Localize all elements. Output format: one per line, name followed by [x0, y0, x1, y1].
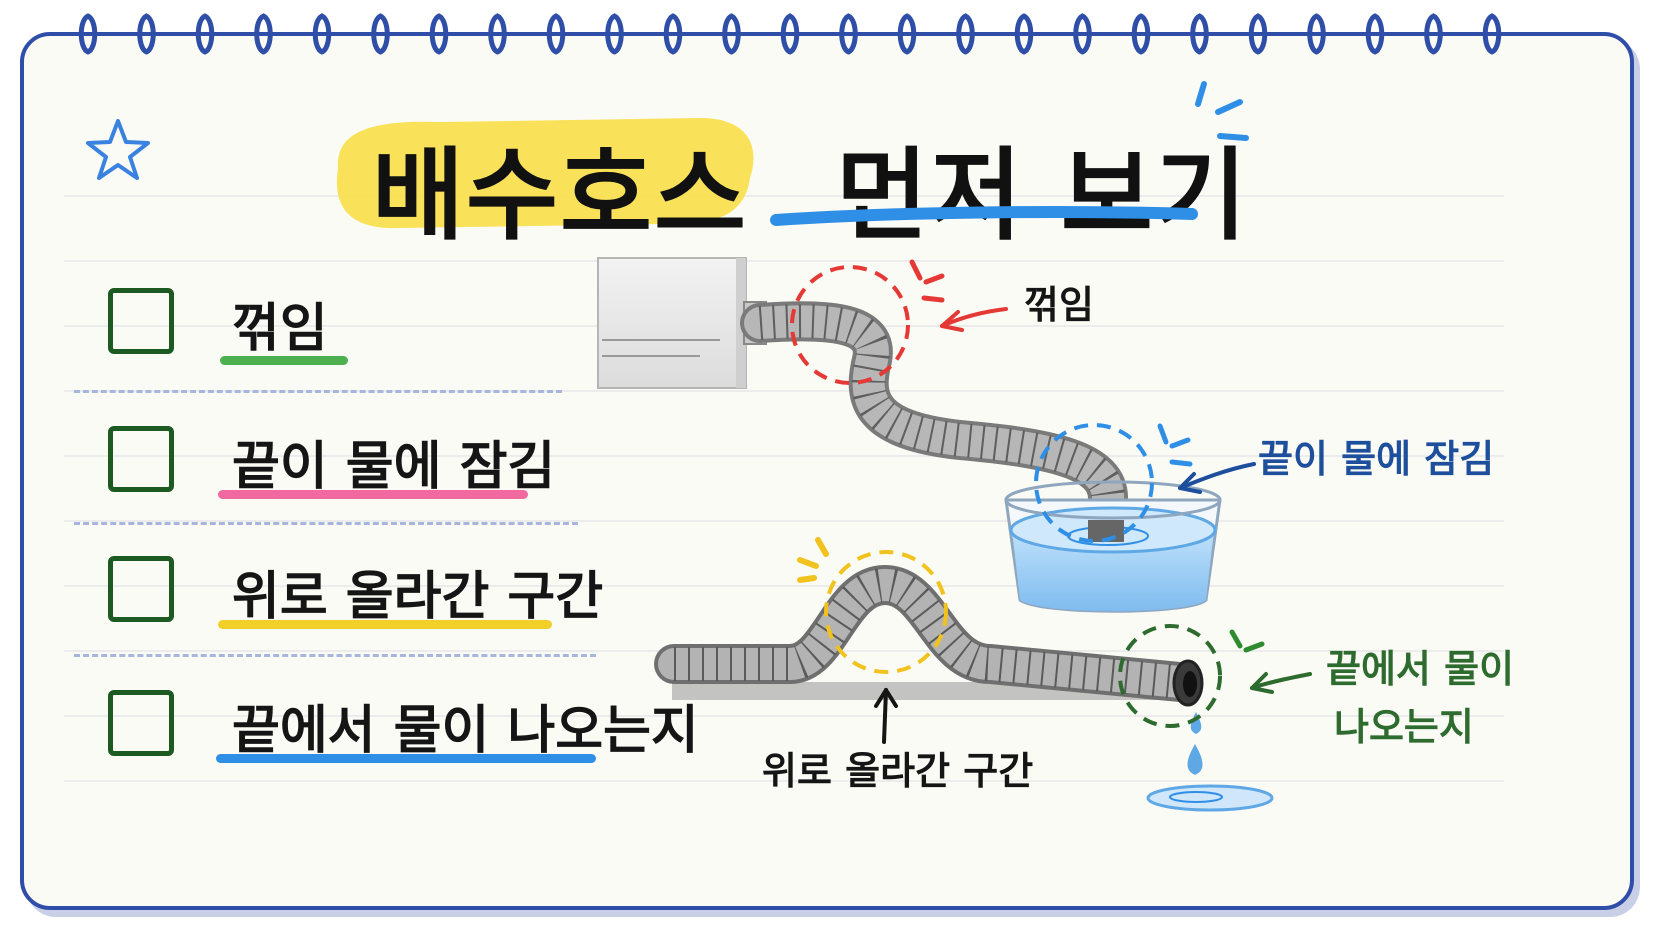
callout-kink: 꺾임 — [1024, 283, 1094, 327]
spiral-ring-icon — [780, 13, 800, 55]
spiral-ring-icon — [956, 13, 975, 55]
arrow-icon — [940, 307, 1008, 332]
kink-emphasis-marks — [909, 259, 945, 303]
raised-emphasis-marks — [797, 537, 829, 583]
checklist-label: 꺾임 — [232, 299, 328, 359]
water-drop-icon — [1146, 712, 1274, 812]
arrow-icon — [1250, 672, 1312, 694]
checklist-label: 위로 올라간 구간 — [232, 567, 604, 627]
spiral-ring-icon — [605, 13, 624, 55]
title-highlight — [336, 118, 754, 229]
submerged-marker — [1034, 423, 1154, 543]
spiral-ring-icon — [663, 13, 683, 55]
submerged-emphasis-marks — [1157, 423, 1193, 467]
spiral-binding — [78, 13, 1502, 55]
star-icon — [86, 119, 150, 180]
spiral-ring-icon — [1248, 13, 1268, 55]
spiral-ring-icon — [1131, 13, 1151, 55]
outflow-marker — [1118, 624, 1222, 728]
spiral-ring-icon — [1014, 13, 1034, 55]
spiral-ring-icon — [1482, 13, 1502, 55]
spiral-ring-icon — [78, 13, 98, 55]
spiral-ring-icon — [1307, 13, 1326, 55]
label-underline — [220, 356, 348, 365]
callout-outflow-line1: 끝에서 물이 — [1326, 647, 1515, 691]
checkbox[interactable] — [108, 426, 174, 492]
checklist-label: 끝이 물에 잠김 — [232, 437, 556, 497]
ruled-lines — [64, 195, 1504, 782]
spiral-ring-icon — [546, 13, 566, 55]
spiral-ring-icon — [1424, 13, 1443, 55]
spiral-ring-icon — [312, 13, 332, 55]
spiral-ring-icon — [254, 13, 273, 55]
spiral-ring-icon — [195, 13, 215, 55]
spiral-ring-icon — [137, 13, 156, 55]
spiral-ring-icon — [839, 13, 858, 55]
checkbox[interactable] — [108, 690, 174, 756]
arrow-icon — [874, 688, 898, 744]
divider — [74, 522, 578, 525]
spiral-ring-icon — [488, 13, 507, 55]
upper-hose — [740, 301, 1128, 560]
spiral-ring-icon — [897, 13, 917, 55]
title-underlined-text: 먼저 보기 — [836, 137, 1249, 254]
emphasis-marks — [1195, 81, 1249, 141]
callout-raised: 위로 올라간 구간 — [762, 749, 1034, 793]
floor-hose — [654, 564, 1204, 707]
callout-outflow-line2: 나오는지 — [1334, 705, 1474, 749]
label-underline — [216, 754, 596, 763]
arrow-icon — [1178, 462, 1256, 494]
spiral-ring-icon — [371, 13, 390, 55]
label-underline — [218, 620, 552, 629]
notebook-card — [20, 32, 1634, 910]
title-highlighted-text: 배수호스 — [372, 137, 748, 254]
divider — [74, 654, 596, 657]
checkbox[interactable] — [108, 288, 174, 354]
page-title: 배수호스 먼저 보기 — [0, 81, 1672, 254]
divider — [74, 390, 562, 393]
ac-unit-icon — [597, 257, 767, 389]
kink-marker — [790, 265, 910, 385]
callout-submerged: 끝이 물에 잠김 — [1258, 437, 1495, 481]
raised-marker — [824, 550, 948, 674]
spiral-ring-icon — [1190, 13, 1209, 55]
outflow-emphasis-marks — [1229, 629, 1265, 653]
spiral-ring-icon — [1365, 13, 1385, 55]
checkbox[interactable] — [108, 556, 174, 622]
label-underline — [218, 490, 528, 499]
checklist-label: 끝에서 물이 나오는지 — [232, 701, 699, 761]
spiral-ring-icon — [1073, 13, 1092, 55]
title-underline — [770, 206, 1198, 226]
spiral-ring-icon — [429, 13, 449, 55]
spiral-ring-icon — [722, 13, 741, 55]
